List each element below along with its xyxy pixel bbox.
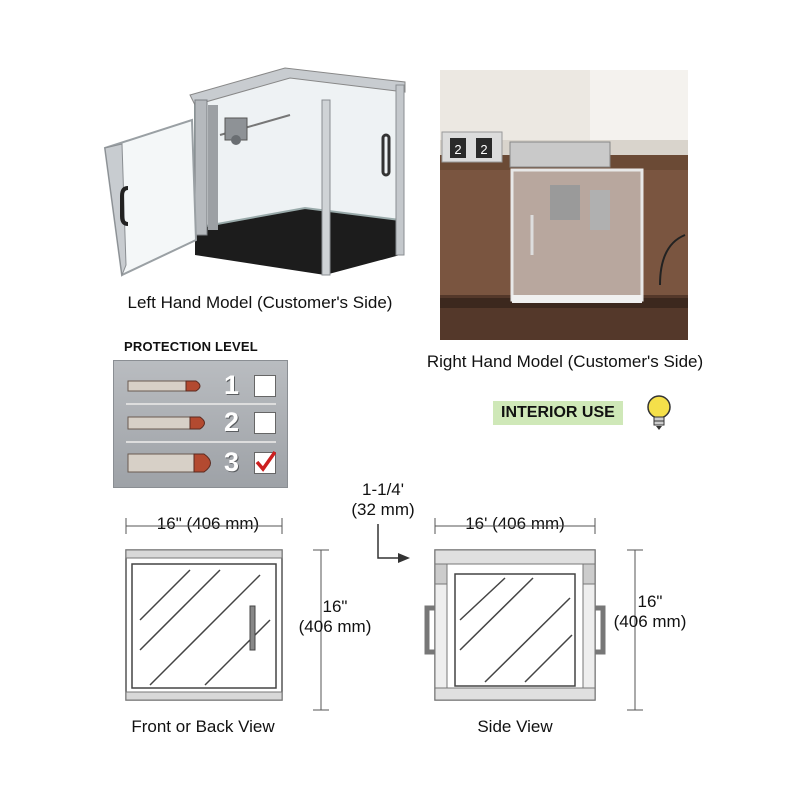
display-digit-2: 2 (480, 142, 487, 157)
display-digit-1: 2 (454, 142, 461, 157)
protection-level-number: 3 (224, 447, 240, 477)
gap-dimension: 1-1/4' (32 mm) (351, 480, 415, 519)
protection-level-checkbox-checked (254, 450, 276, 474)
side-height-dimension: 16" (406 mm) (613, 592, 687, 631)
protection-level-number: 1 (224, 370, 240, 400)
protection-level-row: 2 (126, 406, 281, 440)
right-hand-model-caption: Right Hand Model (Customer's Side) (426, 352, 704, 371)
bullet-large-icon (127, 453, 211, 473)
right-hand-model-photo: 2 2 (440, 70, 688, 340)
front-view-drawing (125, 518, 329, 711)
front-view-caption: Front or Back View (131, 717, 275, 736)
bullet-small-icon (127, 380, 201, 392)
protection-level-row: 1 (126, 369, 281, 403)
front-height-dimension: 16" (406 mm) (298, 597, 372, 636)
side-view-caption: Side View (477, 717, 553, 736)
protection-level-checkbox (254, 412, 276, 434)
protection-level-row: 3 (126, 444, 281, 482)
front-width-dimension: 16" (406 mm) (156, 514, 260, 533)
bullet-medium-icon (127, 416, 205, 430)
protection-level-checkbox (254, 375, 276, 397)
gap-arrow-icon (377, 524, 410, 563)
left-hand-model-illustration (103, 67, 406, 277)
side-width-dimension: 16' (406 mm) (465, 514, 565, 533)
left-hand-model-caption: Left Hand Model (Customer's Side) (127, 293, 393, 312)
protection-level-panel: 1 2 3 (113, 360, 288, 488)
interior-use-badge: INTERIOR USE (493, 401, 623, 425)
protection-level-number: 2 (224, 407, 240, 437)
light-bulb-icon (647, 395, 671, 430)
protection-level-title: PROTECTION LEVEL (124, 339, 258, 354)
side-view-drawing (424, 518, 643, 711)
check-mark-icon (255, 450, 276, 472)
